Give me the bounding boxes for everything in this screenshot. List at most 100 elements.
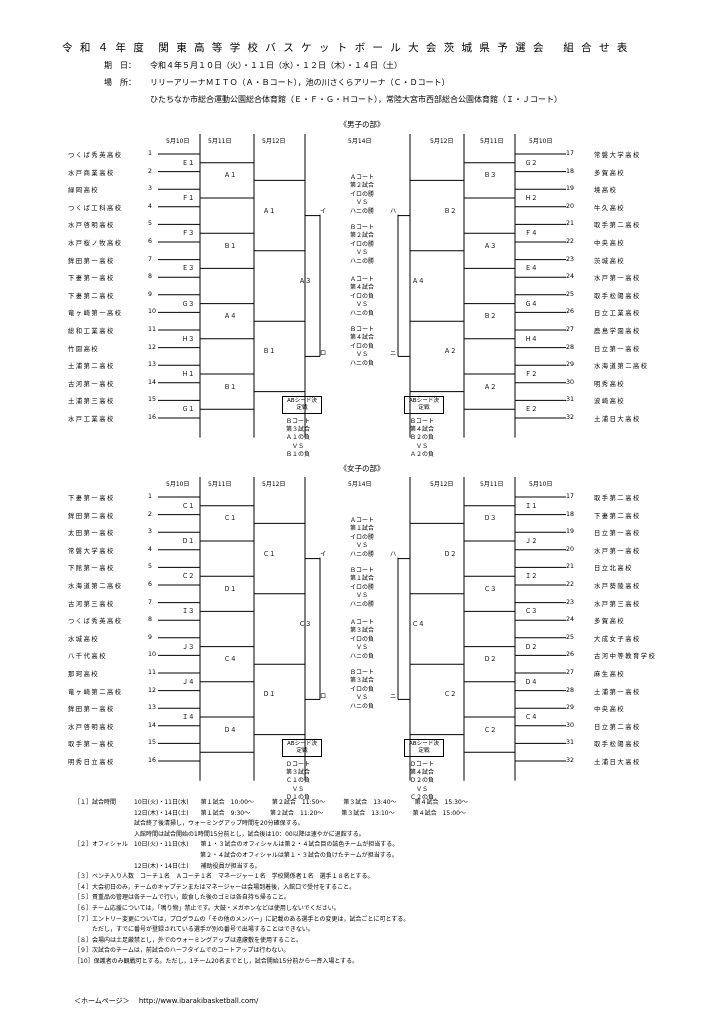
men-seed-number-left: 6 — [148, 238, 153, 245]
men-seed-number-left: 4 — [148, 202, 153, 210]
men-team-right: 取手松陽高校 — [594, 292, 641, 300]
women-seed-number-right: 21 — [566, 563, 575, 571]
women-center-match-3-line: 第３試合 — [349, 677, 374, 685]
women-seed-number-right: 30 — [566, 721, 575, 729]
women-center-match-2-line: イロの負 — [349, 635, 374, 643]
women-seed-number-left: 16 — [148, 757, 157, 764]
women-seed-number-left: 3 — [148, 528, 153, 536]
men-team-left: 土浦第二高校 — [68, 363, 115, 371]
men-center-match-3-line: イロの負 — [349, 342, 374, 350]
men-seed-match-left-line: 第３試合 — [285, 426, 310, 433]
men-date-header: 5月14日 — [348, 138, 372, 145]
women-center-match-2-line: ＶＳ — [355, 644, 368, 652]
homepage-link[interactable]: ＜ホームページ＞ http://www.ibarakibasketball.co… — [74, 997, 259, 1005]
men-team-right: 日立第一高校 — [594, 345, 641, 353]
women-node-left-r1: Ｉ３ — [182, 608, 195, 616]
women-seed-number-left: 4 — [148, 545, 153, 553]
women-team-left: 那珂高校 — [68, 671, 100, 678]
women-node-left-r2: Ｃ４ — [224, 656, 237, 664]
men-seed-number-right: 24 — [566, 273, 575, 281]
women-team-left: 明秀日立高校 — [68, 759, 115, 766]
men-seed-number-left: 16 — [148, 414, 157, 421]
men-seed-match-left-line: Ｂコート — [285, 417, 310, 425]
men-center-match-1-line: Ｂコート — [349, 224, 374, 231]
men-seed-number-left: 14 — [148, 378, 157, 386]
note-line: ［10］保護者のみ観戦可とする。ただし，1チーム20名までとし，試合開始15分前… — [74, 957, 359, 965]
women-node-right-r3: Ｃ２ — [444, 691, 457, 699]
men-team-left: 土浦第三高校 — [68, 398, 115, 406]
women-node-right-r2: Ｃ２ — [484, 726, 497, 734]
men-team-right: 取手第二高校 — [594, 222, 641, 230]
men-node-right-r2: Ｂ３ — [484, 172, 497, 180]
women-team-right: 水戸葵陵高校 — [594, 583, 641, 590]
women-center-match-0-line: イロの勝 — [349, 533, 374, 541]
women-seed-number-right: 27 — [566, 669, 575, 676]
men-team-left: 古河第一高校 — [68, 380, 115, 388]
men-team-right: 常磐大学高校 — [594, 152, 641, 159]
women-node-right-r2: Ｄ２ — [484, 656, 497, 664]
men-center-match-2-line: Ａコート — [349, 276, 374, 283]
men-node-right-r3: Ａ２ — [444, 348, 457, 356]
women-center-match-1-line: ＶＳ — [355, 592, 368, 600]
men-node-left-r1: Ｆ１ — [182, 195, 195, 202]
women-center-match-3-line: Ｂコート — [349, 669, 374, 676]
women-seed-box-left: ABシード決定戦 — [282, 738, 322, 757]
women-seed-number-left: 13 — [148, 704, 157, 712]
men-seed-match-left-line: Ｂ１の負 — [285, 451, 310, 459]
women-team-right: 大成女子高校 — [594, 635, 641, 643]
men-node-right-r1: Ｈ２ — [525, 195, 538, 202]
women-center-match-1-line: Ｂコート — [349, 567, 374, 574]
men-date-header: 5月12日 — [430, 138, 454, 145]
women-seed-box-right: ABシード決定戦 — [404, 738, 444, 757]
men-team-left: 下妻第二高校 — [68, 292, 115, 300]
women-node-right-r1: Ｊ２ — [525, 538, 538, 545]
men-node-right-r1: Ｇ４ — [525, 300, 538, 308]
note-line: ［４］大会初日のみ，チームのキャプテンまたはマネージャーは会場到着後，入館口で受… — [74, 883, 356, 891]
men-team-left: 竜ヶ崎第一高校 — [68, 310, 123, 318]
men-seed-match-right-line: ＶＳ — [415, 442, 428, 450]
men-date-header: 5月11日 — [480, 138, 504, 145]
men-seed-number-left: 2 — [148, 167, 153, 175]
men-team-right: 明秀高校 — [594, 380, 626, 388]
men-team-right: 中央高校 — [594, 240, 626, 247]
women-center-match-1-line: 第１試合 — [349, 575, 374, 583]
note-line: ただし，すでに番号が登録されている選手が別の番号で出場することはできない。 — [74, 926, 314, 934]
men-node-left-r2: Ｂ１ — [224, 383, 237, 391]
men-center-match-0-line: 第２試合 — [349, 182, 374, 190]
women-seed-number-right: 18 — [566, 510, 575, 518]
women-seed-match-left-line: Ｄ１の負 — [285, 794, 310, 802]
women-team-right: 水戸第一高校 — [594, 547, 641, 555]
women-seed-match-left-line: Ｃ１の負 — [285, 777, 310, 785]
women-date-header: 5月12日 — [262, 481, 286, 488]
men-node-left-r2: Ａ１ — [224, 172, 237, 180]
men-seed-number-right: 28 — [566, 343, 575, 351]
notes-block: ［１］試合時間 10日(火)・11日(水) 第１試合 10:00～ 第２試合 1… — [74, 798, 468, 968]
men-team-left: 緑岡高校 — [68, 187, 100, 195]
women-seed-number-left: 1 — [148, 493, 153, 500]
women-mark-ha: ハ — [390, 550, 397, 558]
women-seed-match-right-line: Ｄ２の負 — [409, 777, 434, 785]
note-line: 第２・４試合のオフィシャルは第１・３試合の負けたチームが担当する。 — [74, 851, 398, 859]
men-seed-number-right: 32 — [566, 414, 575, 421]
women-node-right-r1: Ｉ２ — [525, 573, 538, 581]
women-date-header: 5月11日 — [480, 481, 504, 488]
women-team-right: 中央高校 — [594, 706, 626, 714]
note-line: ［３］ベンチ入り人数 コーチ１名 Ａコーチ１名 マネージャー１名 学校関係者１名… — [74, 873, 374, 881]
women-team-right: 麻生高校 — [594, 671, 626, 678]
men-seed-number-right: 27 — [566, 326, 575, 333]
men-mark-ni: ニ — [390, 350, 397, 358]
men-team-right: 波崎高校 — [594, 398, 626, 406]
women-seed-number-right: 22 — [566, 581, 575, 588]
women-node-left-r1: Ｉ４ — [182, 714, 195, 721]
men-date-header: 5月10日 — [529, 138, 553, 145]
men-team-left: 竹園高校 — [68, 345, 100, 353]
women-team-right: 取手第二高校 — [594, 495, 641, 502]
women-seed-match-right-line: 第４試合 — [409, 769, 434, 776]
women-team-right: 土浦第一高校 — [594, 688, 641, 696]
men-seed-number-left: 10 — [148, 308, 157, 316]
women-node-left-r2: Ｄ１ — [224, 585, 237, 593]
women-team-left: 下妻第一高校 — [68, 495, 115, 502]
